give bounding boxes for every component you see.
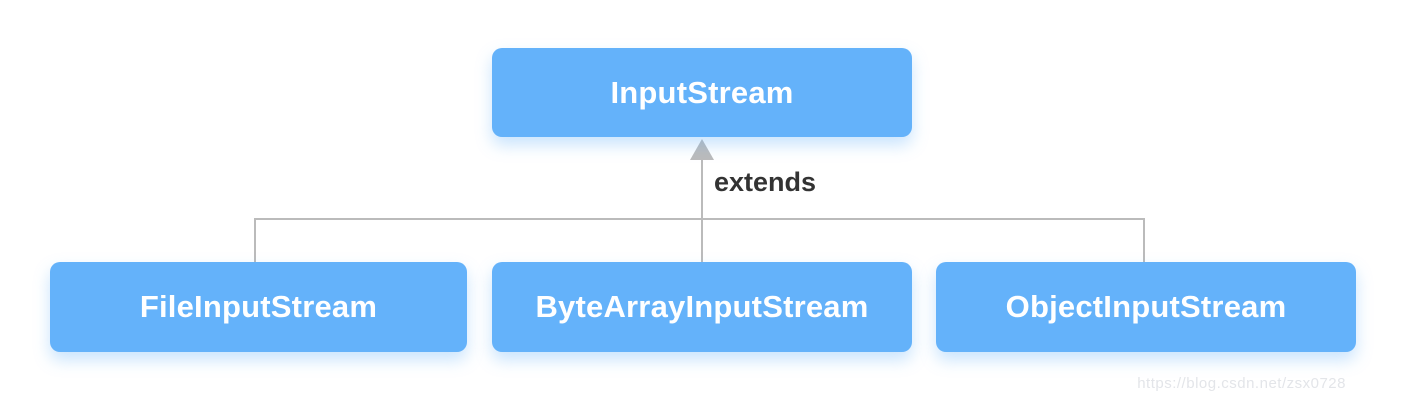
node-bytearrayinputstream: ByteArrayInputStream (492, 262, 912, 352)
node-label: ByteArrayInputStream (535, 289, 869, 324)
connector-vertical-right (1143, 218, 1145, 262)
edge-label-extends: extends (714, 167, 817, 197)
connector-vertical-left (254, 218, 256, 262)
node-label: InputStream (610, 74, 794, 110)
connector-vertical-middle (701, 152, 703, 262)
arrow-up-icon (690, 139, 714, 160)
watermark-url: https://blog.csdn.net/zsx0728 (1137, 375, 1346, 392)
node-objectinputstream: ObjectInputStream (936, 262, 1356, 352)
node-label: FileInputStream (139, 289, 378, 324)
node-label: ObjectInputStream (1005, 289, 1287, 324)
node-inputstream: InputStream (492, 48, 912, 137)
connector-horizontal (255, 218, 1145, 220)
node-fileinputstream: FileInputStream (50, 262, 467, 352)
